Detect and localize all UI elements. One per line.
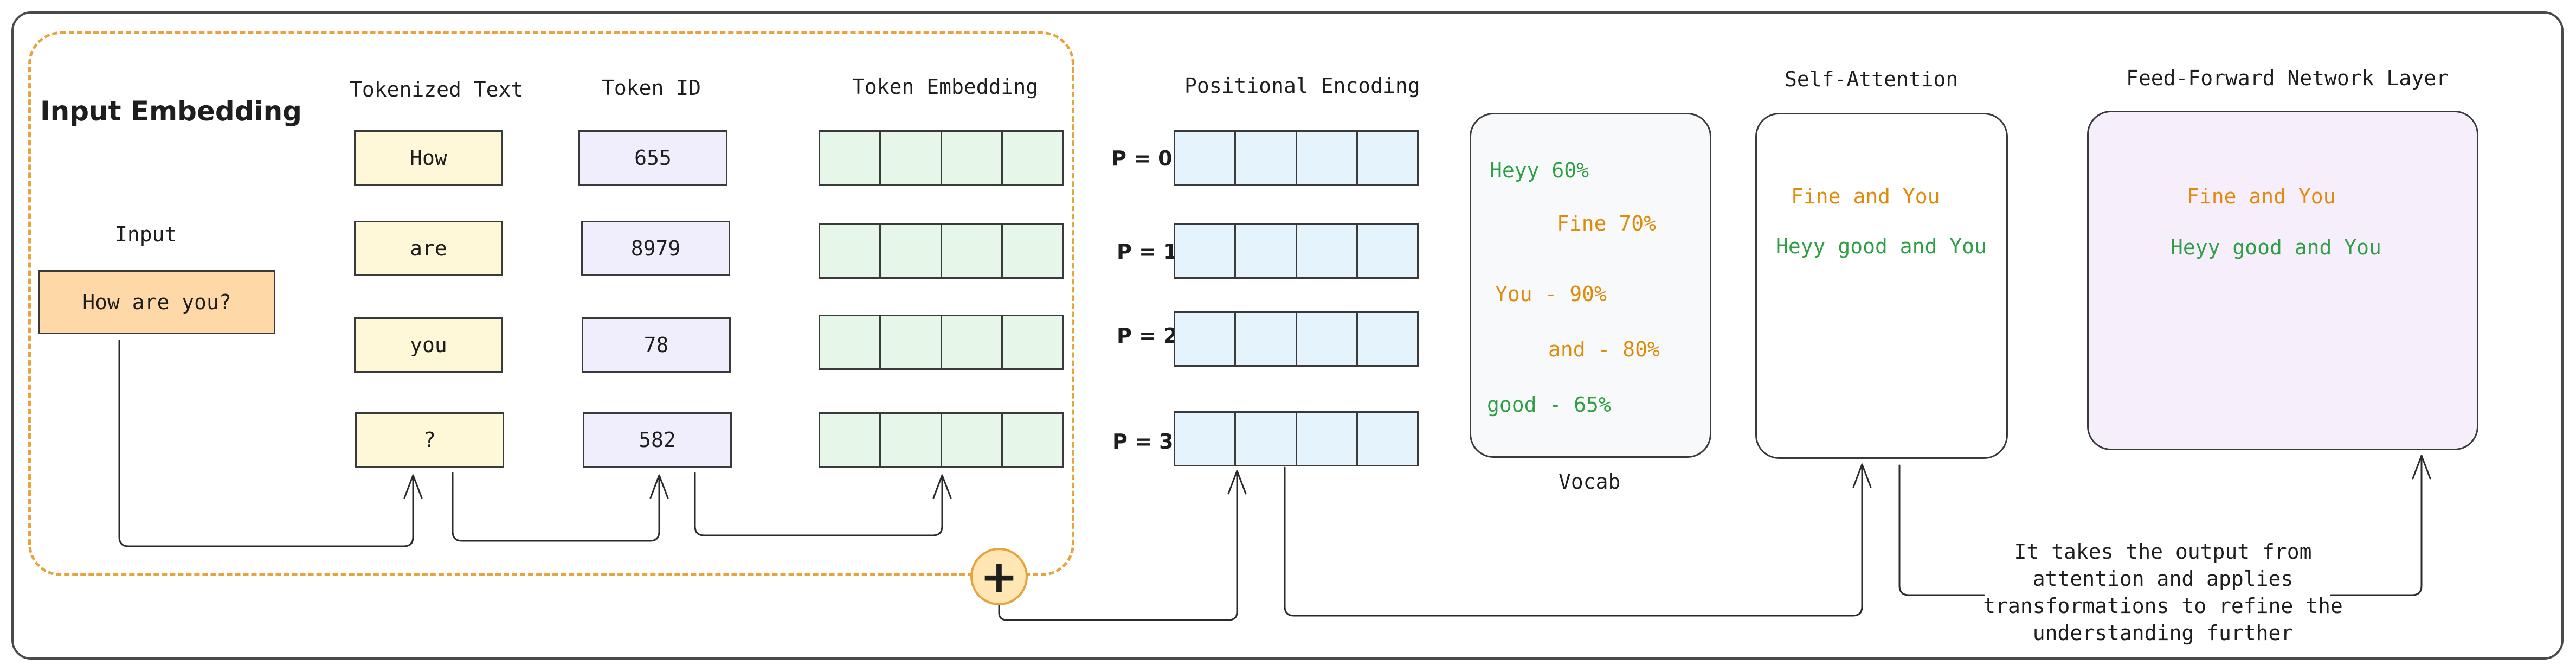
vocab-entry: Fine 70% [1557, 212, 1657, 235]
tokens-to-ids-arrowhead [649, 474, 669, 499]
add-icon: + [970, 548, 1028, 605]
token-embedding-vector [819, 130, 1064, 186]
token-id-header: Token ID [602, 76, 701, 100]
ids-to-embedding-arrow [694, 472, 943, 536]
position-label: P = 3 [1112, 430, 1174, 453]
input-to-tokens-arrow [118, 340, 414, 547]
vocab-entry: and - 80% [1548, 337, 1660, 361]
positional-to-attention-arrowhead [1852, 463, 1872, 488]
attention-to-ffn-arrow [2330, 455, 2423, 596]
input-text: How are you? [82, 290, 231, 314]
token-embedding-header: Token Embedding [852, 75, 1039, 99]
outer-frame [11, 11, 2564, 660]
section-title: Input Embedding [40, 95, 302, 127]
feed-forward-header: Feed-Forward Network Layer [2126, 66, 2449, 90]
token-embedding-vector [819, 412, 1064, 468]
ffn-line: Fine and You [2187, 184, 2336, 208]
tokenized-text-header: Tokenized Text [350, 78, 524, 101]
positional-to-attention-arrow [1284, 463, 1863, 617]
position-label: P = 0 [1111, 146, 1173, 170]
token-text: How [410, 146, 447, 170]
token-id-text: 78 [643, 333, 669, 357]
input-box: How are you? [38, 270, 275, 334]
vocab-entry: You - 90% [1495, 282, 1607, 306]
token-id-text: 8979 [630, 237, 681, 260]
vocab-entry: good - 65% [1487, 393, 1611, 417]
token-embedding-vector [819, 315, 1064, 370]
vocab-entry: Heyy 60% [1490, 158, 1589, 182]
token-id-box: 655 [578, 130, 727, 186]
input-embedding-group [28, 31, 1074, 576]
position-label: P = 2 [1117, 324, 1178, 348]
input-to-tokens-arrowhead [403, 474, 423, 499]
token-id-box: 78 [582, 317, 731, 373]
ffn-line: Heyy good and You [2171, 235, 2381, 259]
positional-encoding-vector [1174, 223, 1419, 279]
self-attention-panel [1755, 113, 2008, 459]
attention-to-ffn-arrowhead [2412, 455, 2431, 480]
token-id-text: 582 [639, 428, 676, 452]
positional-encoding-vector [1174, 130, 1419, 186]
token-id-text: 655 [634, 146, 672, 170]
position-label: P = 1 [1117, 240, 1178, 264]
add-to-positional-arrowhead [1227, 470, 1247, 495]
token-box: How [354, 130, 503, 186]
token-text: are [410, 237, 447, 260]
vocab-label: Vocab [1559, 470, 1621, 494]
self-attention-header: Self-Attention [1785, 67, 1959, 91]
positional-encoding-header: Positional Encoding [1184, 74, 1420, 98]
token-box: ? [355, 412, 504, 468]
positional-encoding-vector [1174, 411, 1419, 466]
vocab-panel [1470, 113, 1711, 458]
positional-encoding-vector [1174, 311, 1419, 367]
token-id-box: 8979 [581, 221, 730, 276]
feed-forward-panel [2087, 111, 2478, 450]
attention-line: Heyy good and You [1776, 234, 1987, 258]
input-header: Input [115, 222, 177, 246]
ids-to-embedding-arrowhead [932, 474, 952, 499]
token-embedding-vector [819, 223, 1064, 279]
token-text: you [410, 333, 447, 357]
ffn-description: It takes the output from attention and a… [1983, 540, 2343, 645]
token-id-box: 582 [583, 412, 732, 468]
token-box: you [354, 317, 503, 373]
add-to-positional-arrow [998, 470, 1238, 621]
tokens-to-ids-arrow [452, 472, 660, 542]
token-box: are [354, 221, 503, 276]
plus-symbol: + [980, 550, 1019, 603]
attention-to-ffn-line [1898, 464, 1985, 596]
attention-line: Fine and You [1791, 184, 1940, 208]
token-text: ? [423, 428, 436, 452]
